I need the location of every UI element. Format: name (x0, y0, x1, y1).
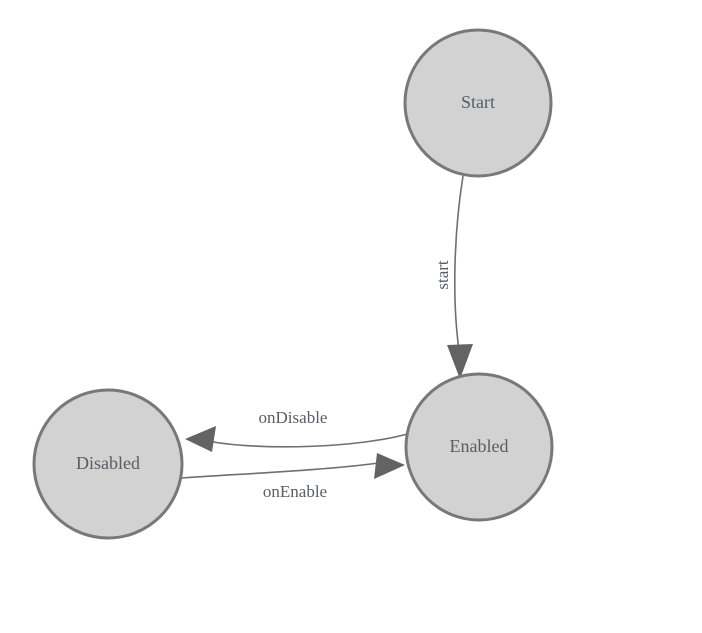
arrow-head-enabled-to-disabled (185, 426, 216, 452)
edge-start-to-enabled[interactable]: start (433, 175, 473, 379)
arrow-head-disabled-to-enabled (374, 453, 405, 479)
edge-label-start: start (433, 260, 452, 290)
arrow-head-start-to-enabled (447, 344, 473, 379)
edge-label-on-enable: onEnable (263, 482, 327, 501)
state-node-enabled[interactable]: Enabled (404, 372, 554, 522)
state-node-enabled-circle (404, 372, 554, 522)
state-node-start[interactable]: Start (403, 28, 553, 178)
edge-label-on-disable: onDisable (259, 408, 328, 427)
edge-disabled-to-enabled[interactable]: onEnable (181, 453, 405, 501)
edge-enabled-to-disabled[interactable]: onDisable (185, 408, 412, 452)
state-node-disabled-label: Disabled (76, 453, 140, 473)
edge-start-to-enabled-path (454, 175, 464, 351)
edge-enabled-to-disabled-path (207, 432, 412, 448)
state-node-disabled-circle (32, 388, 184, 540)
state-node-enabled-label: Enabled (450, 436, 509, 456)
state-node-disabled[interactable]: Disabled (32, 388, 184, 540)
state-node-start-circle (403, 28, 553, 178)
state-node-start-label: Start (461, 92, 495, 112)
edge-disabled-to-enabled-path (181, 462, 379, 479)
